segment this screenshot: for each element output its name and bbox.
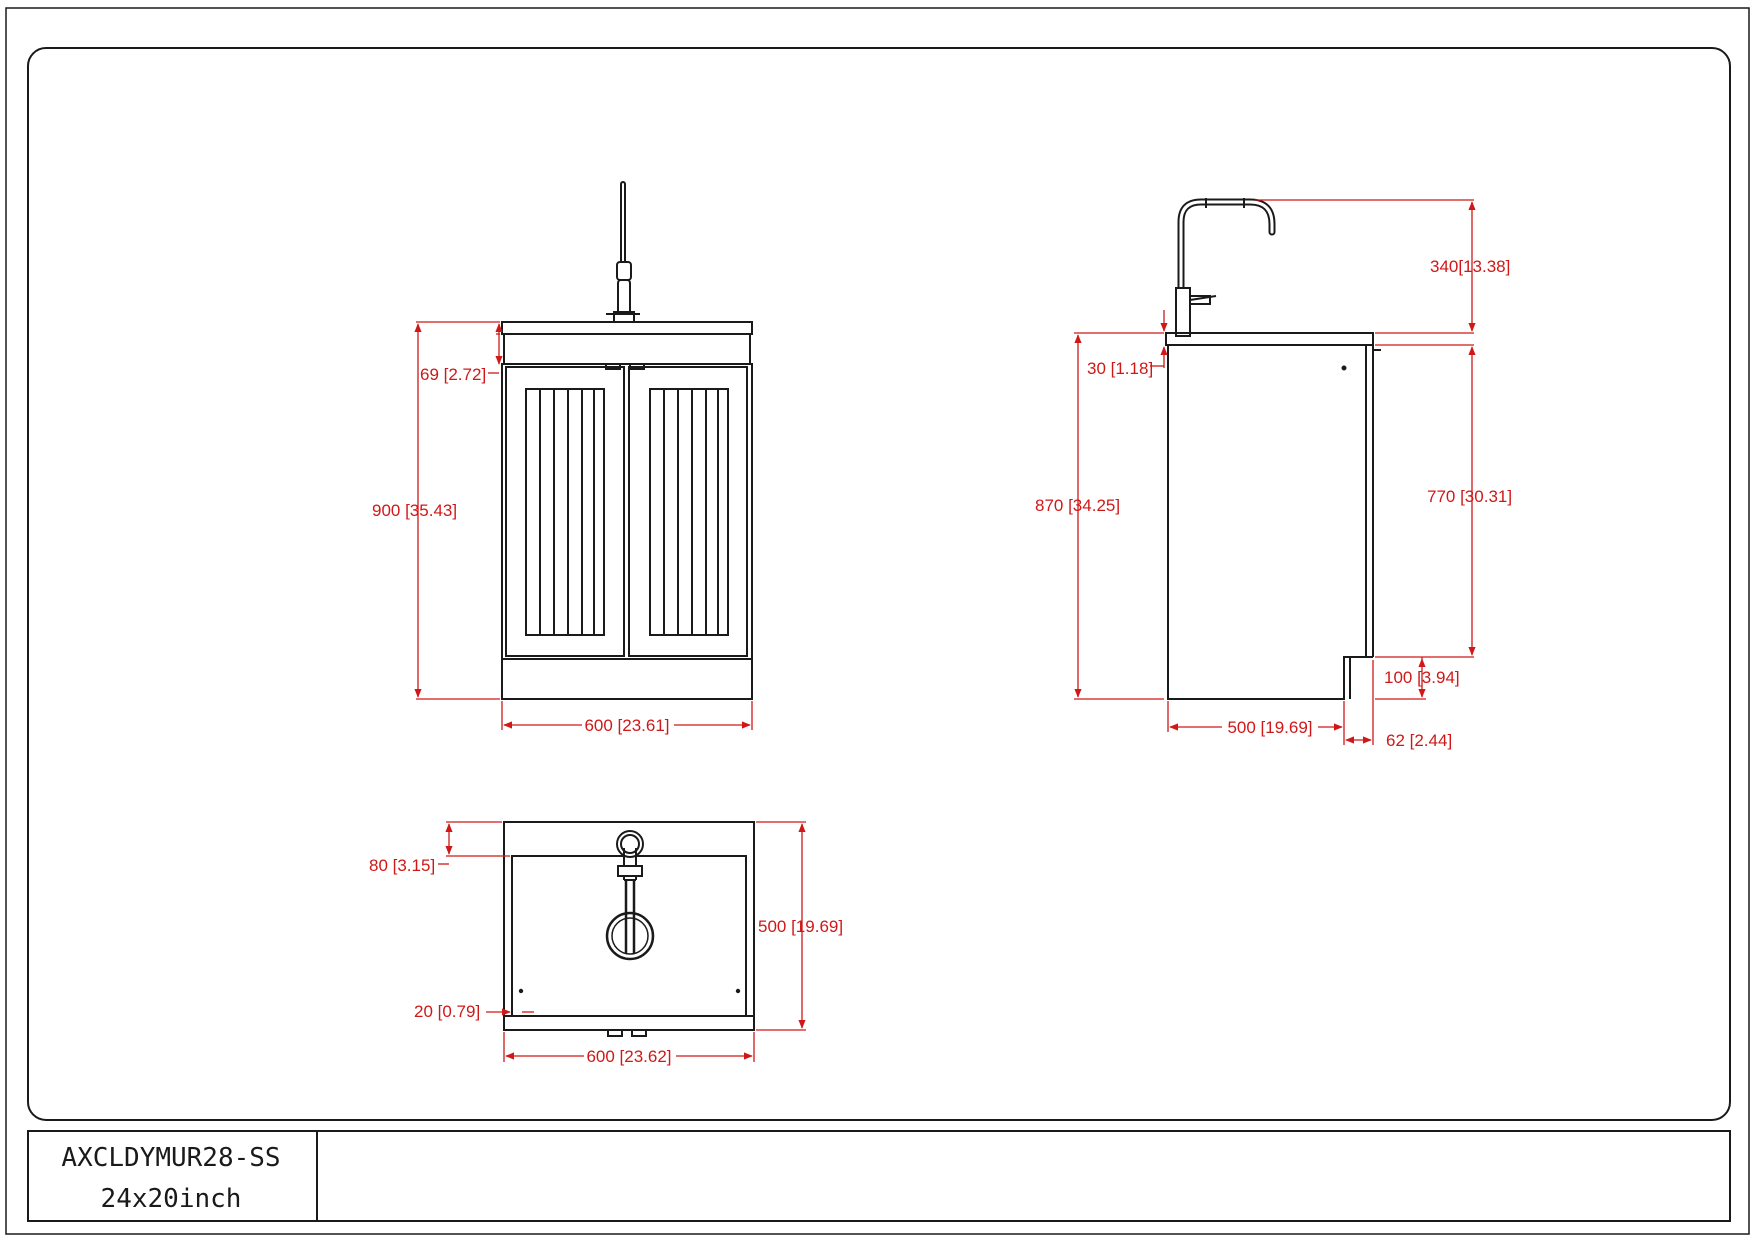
top-dimensions [438,821,806,1062]
front-toe-kick [501,658,753,700]
front-dim-width: 600 [23.61] [584,716,669,735]
side-dim-top-thickness: 30 [1.18] [1087,359,1153,378]
drawing-frame [27,47,1731,1121]
side-dim-toe-depth: 62 [2.44] [1386,731,1452,750]
faucet-front [606,181,640,323]
top-view [503,821,755,1037]
front-countertop [501,321,753,335]
top-dim-depth: 500 [19.69] [758,917,843,936]
left-door [505,366,625,657]
size-label: 24x20inch [101,1184,242,1214]
top-outline [503,821,755,1031]
front-dim-height: 900 [35.43] [372,501,457,520]
side-dim-faucet-height: 340[13.38] [1430,257,1510,276]
side-dim-cabinet-height: 770 [30.31] [1427,487,1512,506]
right-door [628,366,748,657]
front-dim-top-panel: 69 [2.72] [420,365,486,384]
side-countertop [1165,332,1374,346]
side-dim-toe-kick: 100 [3.94] [1384,668,1460,687]
side-dim-depth: 500 [19.69] [1227,718,1312,737]
front-top-panel [503,333,751,365]
sheet-border [5,7,1750,1235]
side-cabinet-body [1167,345,1367,700]
model-number: AXCLDYMUR28-SS [61,1143,280,1173]
top-dim-front-margin: 20 [0.79] [414,1002,480,1021]
side-view [1165,198,1381,700]
title-block: AXCLDYMUR28-SS 24x20inch [27,1130,1731,1222]
top-dim-width: 600 [23.62] [586,1047,671,1066]
front-view [501,181,753,700]
faucet-side [1175,198,1276,337]
side-dimensions [1074,199,1476,745]
top-dim-back-margin: 80 [3.15] [369,856,435,875]
side-dim-height: 870 [34.25] [1035,496,1120,515]
drain-icon [605,911,655,961]
